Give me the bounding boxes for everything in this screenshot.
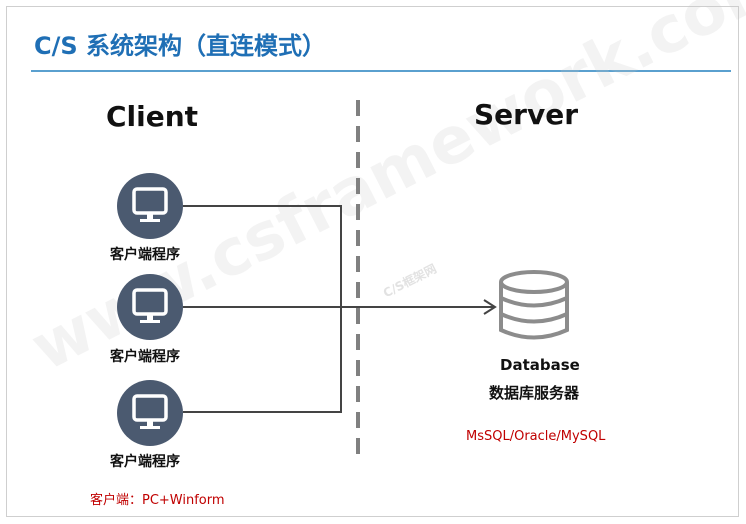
- client-2-node: [117, 274, 183, 340]
- database-icon: [499, 270, 569, 340]
- client-3-node: [117, 380, 183, 446]
- client-2-label: 客户端程序: [110, 349, 180, 365]
- database-label: Database: [500, 356, 580, 374]
- database-server-label: 数据库服务器: [489, 384, 580, 402]
- client-1-label: 客户端程序: [110, 247, 180, 263]
- monitor-icon: [132, 288, 168, 323]
- monitor-icon: [132, 394, 168, 429]
- client-3-label: 客户端程序: [110, 454, 180, 470]
- monitor-icon: [132, 187, 168, 222]
- client-heading: Client: [106, 100, 199, 133]
- client-note: 客户端：PC+Winform: [90, 493, 225, 508]
- client-1-node: [117, 173, 183, 239]
- page-title: C/S 系统架构（直连模式）: [34, 32, 327, 60]
- database-types-note: MsSQL/Oracle/MySQL: [466, 429, 606, 444]
- server-heading: Server: [474, 98, 579, 131]
- arrow-head: [483, 299, 497, 315]
- title-underline: [31, 70, 731, 72]
- connector-client-1: [183, 205, 342, 413]
